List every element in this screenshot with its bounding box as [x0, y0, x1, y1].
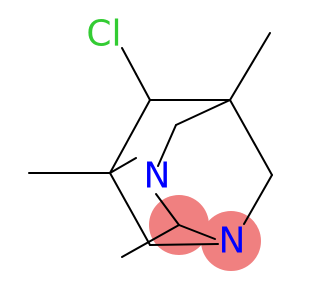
bond-bridge-methyl: [121, 224, 180, 258]
bond-c-cl-green: [121, 47, 137, 75]
atom-nitrogen-1-label: N: [144, 156, 171, 197]
bond-left-ch2: [109, 172, 151, 246]
highlight-nitrogen-2: [201, 211, 261, 271]
atom-nitrogen-2-label: N: [219, 221, 246, 262]
bond-left-n1: [109, 157, 137, 174]
bond-cl-carbon-left: [109, 99, 151, 174]
bond-quaternary-ch2: [175, 99, 231, 126]
bond-n1-to-bridge: [155, 193, 180, 226]
bond-quaternary-ch2-right: [229, 99, 273, 176]
atom-chlorine-label: Cl: [86, 14, 121, 55]
bond-ch2-n2: [243, 174, 273, 225]
bond-ch2-n1: [157, 124, 177, 167]
molecule-canvas: Cl N N: [28, 13, 273, 271]
bond-methyl-top: [229, 32, 271, 101]
molecule-diagram: Cl N N: [28, 14, 273, 271]
bond-c-cl-black: [135, 73, 151, 101]
bond-lower-ch2-n2: [149, 243, 219, 246]
bond-bridge-n2: [178, 224, 216, 240]
